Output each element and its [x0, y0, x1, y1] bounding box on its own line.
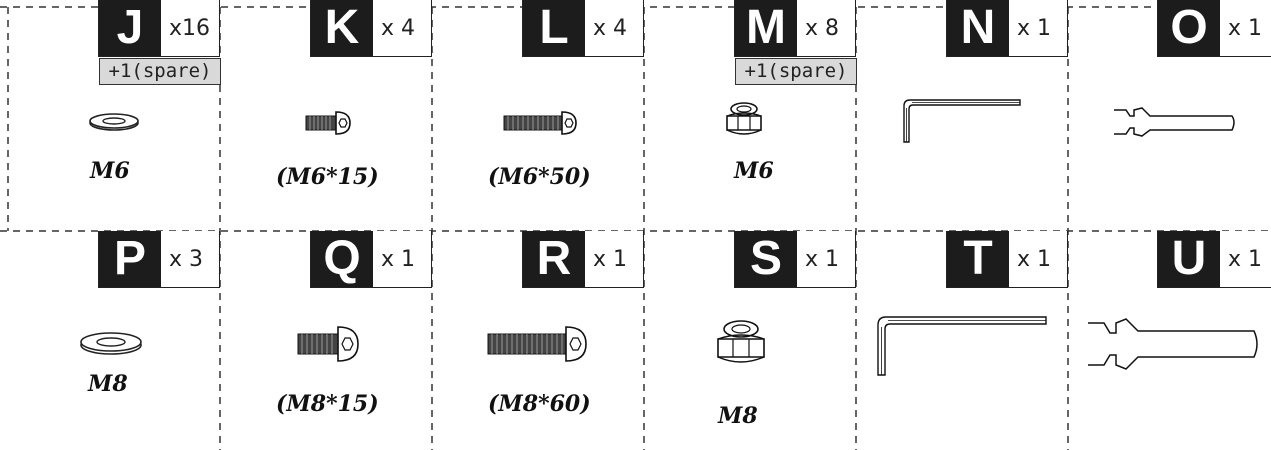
hex-key-icon	[877, 316, 1047, 376]
part-quantity: x 4	[593, 16, 628, 41]
part-size-label: M6	[90, 158, 130, 184]
part-cell-l: L x 4 (M6*50)	[432, 0, 644, 231]
part-header: U x 1	[1157, 231, 1271, 288]
part-letter: U	[1158, 231, 1220, 287]
washer-icon	[89, 113, 139, 131]
part-header: K x 4	[310, 0, 432, 57]
part-letter: J	[99, 0, 161, 56]
part-letter: T	[947, 231, 1009, 287]
part-header: R x 1	[522, 231, 644, 288]
part-header: S x 1	[734, 231, 856, 288]
part-cell-o: O x 1	[1068, 0, 1271, 231]
part-quantity: x 8	[805, 16, 840, 41]
part-quantity: x 4	[381, 16, 416, 41]
part-letter: M	[735, 0, 797, 56]
washer-icon	[80, 332, 142, 355]
bolt-icon	[305, 111, 351, 135]
part-letter: P	[99, 231, 161, 287]
spare-badge: +1(spare)	[99, 58, 221, 85]
lock-nut-icon	[717, 320, 765, 363]
part-size-label: M6	[734, 158, 774, 184]
part-quantity: x 1	[593, 247, 628, 272]
spare-badge: +1(spare)	[735, 58, 857, 85]
part-size-label: M8	[88, 371, 128, 397]
part-cell-s: S x 1 M8	[644, 231, 856, 450]
part-size-label: (M8*15)	[276, 391, 379, 417]
wrench-icon	[1088, 318, 1258, 370]
part-letter: S	[735, 231, 797, 287]
bolt-icon	[487, 326, 587, 362]
lock-nut-icon	[726, 102, 762, 135]
part-size-label: (M8*60)	[488, 391, 591, 417]
part-letter: R	[523, 231, 585, 287]
part-cell-r: R x 1 (M8*60)	[432, 231, 644, 450]
part-cell-u: U x 1	[1068, 231, 1271, 450]
part-size-label: M8	[718, 403, 758, 429]
wrench-icon	[1114, 107, 1235, 137]
part-cell-m: M x 8 +1(spare) M6	[644, 0, 857, 231]
part-cell-n: N x 1	[856, 0, 1068, 231]
part-quantity: x 1	[1228, 247, 1263, 272]
part-letter: O	[1158, 0, 1220, 56]
part-letter: K	[311, 0, 373, 56]
part-cell-q: Q x 1 (M8*15)	[220, 231, 432, 450]
part-size-label: (M6*15)	[276, 164, 379, 190]
bolt-icon	[297, 326, 359, 362]
part-cell-p: P x 3 M8	[0, 231, 220, 450]
hex-key-icon	[903, 99, 1021, 143]
part-header: M x 8	[734, 0, 856, 57]
part-quantity: x 1	[1017, 247, 1052, 272]
part-letter: N	[947, 0, 1009, 56]
part-cell-j: J x16 +1(spare) M6	[0, 0, 221, 231]
part-quantity: x 1	[1017, 16, 1052, 41]
part-header: J x16	[98, 0, 220, 57]
part-cell-t: T x 1	[856, 231, 1068, 450]
part-header: T x 1	[946, 231, 1068, 288]
part-header: L x 4	[522, 0, 644, 57]
part-letter: Q	[311, 231, 373, 287]
part-quantity: x 1	[805, 247, 840, 272]
part-quantity: x 3	[169, 247, 204, 272]
part-quantity: x 1	[1228, 16, 1263, 41]
part-size-label: (M6*50)	[488, 164, 591, 190]
part-quantity: x 1	[381, 247, 416, 272]
part-cell-k: K x 4 (M6*15)	[220, 0, 432, 231]
bolt-icon	[503, 111, 577, 135]
part-quantity: x16	[169, 16, 211, 41]
part-header: P x 3	[98, 231, 220, 288]
part-letter: L	[523, 0, 585, 56]
part-header: Q x 1	[310, 231, 432, 288]
part-header: O x 1	[1157, 0, 1271, 57]
part-header: N x 1	[946, 0, 1068, 57]
